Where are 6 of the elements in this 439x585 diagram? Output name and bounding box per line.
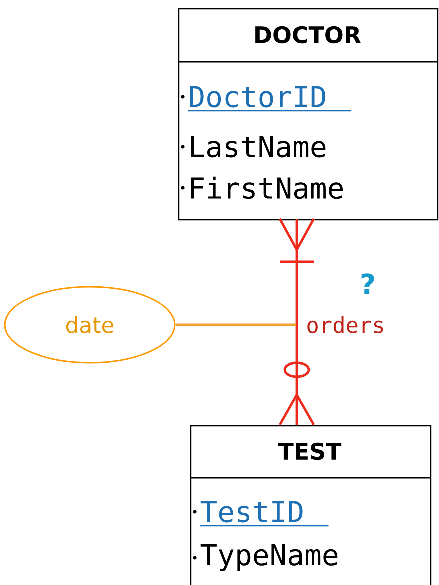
question-mark: ? <box>362 274 374 294</box>
edge-label: orders <box>308 316 384 334</box>
entity-box: DOCTOR DoctorID LastName FirstName <box>178 8 439 221</box>
entity-box: TEST TestID TypeName <box>190 425 432 585</box>
connector-line <box>176 324 296 326</box>
relationship-line <box>278 218 316 426</box>
